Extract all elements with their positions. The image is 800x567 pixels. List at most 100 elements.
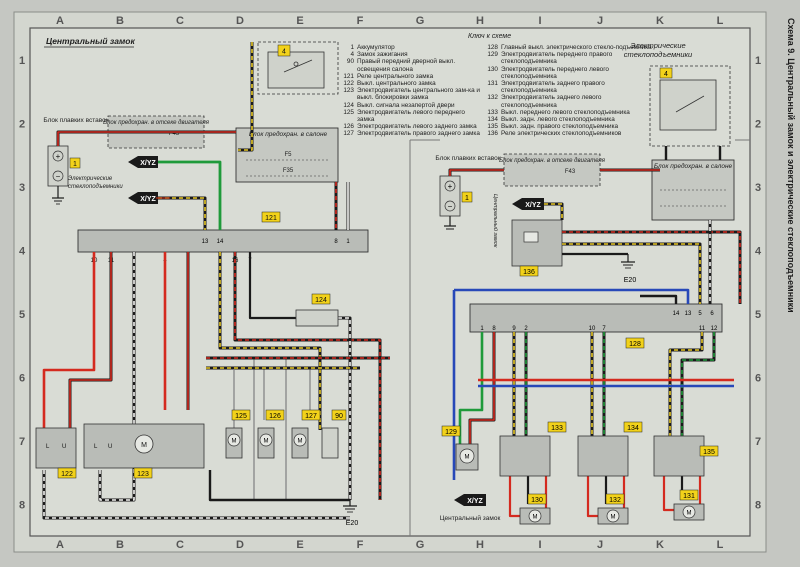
legend-number: 131: [487, 80, 498, 88]
xyz-connector-4: [454, 494, 486, 506]
legend-number: 136: [487, 130, 498, 138]
legend-text: Реле электрических стеклоподъемников: [501, 130, 622, 138]
fusebox-cabin-label-2: Блок предохран. в салоне: [654, 162, 733, 170]
legend-text: Реле центрального замка: [357, 72, 434, 80]
pin-128-2: 2: [524, 326, 528, 332]
legend-text: Электродвигатель заднего левого стеклопо…: [501, 94, 602, 109]
grid-row-3-right: 3: [755, 182, 761, 194]
component-label-128: 128: [629, 341, 641, 348]
xyz-label-4: X/YZ: [467, 498, 483, 505]
grid-row-6-right: 6: [755, 372, 761, 384]
grid-column-C-bottom: C: [176, 539, 184, 551]
battery-minus-left: −: [56, 172, 61, 181]
grid-column-L-bottom: L: [717, 539, 724, 551]
grid-column-I-top: I: [538, 15, 541, 27]
grid-row-1-left: 1: [19, 55, 25, 67]
pin-128-14: 14: [673, 311, 680, 317]
component-label-130: 130: [531, 497, 543, 504]
grid-column-F-bottom: F: [357, 539, 364, 551]
pin-128-12: 12: [711, 326, 718, 332]
ground-e20-left: E20: [346, 520, 359, 527]
legend-text: Выкл. задн. левого стеклоподъемника: [501, 116, 615, 124]
grid-row-1-right: 1: [755, 55, 761, 67]
legend-text: Главный выкл. электрического стекло-подъ…: [501, 44, 652, 51]
component-label-122: 122: [61, 471, 73, 478]
component-label-126: 126: [269, 413, 281, 420]
grid-column-J-bottom: J: [597, 539, 603, 551]
pin-128-6: 6: [710, 311, 714, 317]
motor-127-label: M: [298, 439, 303, 445]
fusebox-engine-label-left: Блок предохран. в отсеке двигателя: [103, 120, 210, 126]
legend-text: Замок зажигания: [357, 51, 408, 59]
legend-number: 126: [343, 123, 354, 131]
grid-column-L-top: L: [717, 15, 724, 27]
battery-plus-left: +: [56, 152, 61, 161]
key-title: Ключ к схеме: [468, 33, 512, 40]
xyz-label-3: X/YZ: [525, 202, 541, 209]
latch-u-123: U: [108, 444, 112, 450]
grid-column-J-top: J: [597, 15, 603, 27]
grid-row-4-left: 4: [19, 245, 26, 257]
legend-number: 124: [343, 101, 354, 109]
grid-row-5-left: 5: [19, 309, 25, 321]
component-label-132: 132: [609, 497, 621, 504]
pin-128-7: 7: [602, 326, 606, 332]
legend-text: Электродвигатель правого заднего замка: [357, 130, 480, 138]
left-section-title: Центральный замок: [46, 36, 135, 46]
xyz-connector-1: [128, 156, 158, 168]
component-label-1-left: 1: [73, 161, 77, 168]
motor-130-label: M: [533, 515, 538, 521]
pin-128-9: 9: [512, 326, 516, 332]
grid-column-D-top: D: [236, 15, 244, 27]
legend-number: 134: [487, 116, 498, 124]
grid-column-A-top: A: [56, 15, 64, 27]
fuse-f5-label: F5: [284, 152, 292, 158]
legend-number: 4: [350, 51, 354, 59]
grid-column-K-top: K: [656, 15, 664, 27]
grid-row-7-right: 7: [755, 436, 761, 448]
grid-row-6-left: 6: [19, 372, 25, 384]
grid-row-3-left: 3: [19, 182, 25, 194]
grid-row-5-right: 5: [755, 309, 761, 321]
component-label-90: 90: [335, 413, 343, 420]
grid-column-G-bottom: G: [416, 539, 425, 551]
legend-text: Выкл. переднего левого стеклоподъемника: [501, 108, 630, 116]
component-label-133: 133: [551, 425, 563, 432]
legend-text: Электродвигатель переднего правого стекл…: [501, 51, 613, 66]
latch-l-122: L: [46, 444, 50, 450]
grid-column-C-top: C: [176, 15, 184, 27]
component-label-125: 125: [235, 413, 247, 420]
grid-row-4-right: 4: [755, 245, 762, 257]
legend-number: 132: [487, 94, 498, 102]
fuse-f43-label-left: F43: [169, 131, 180, 137]
grid-column-H-top: H: [476, 15, 484, 27]
component-label-136: 136: [523, 269, 535, 276]
grid-row-8-left: 8: [19, 499, 25, 511]
grid-row-2-right: 2: [755, 118, 761, 130]
component-label-1-right: 1: [465, 195, 469, 202]
window-lifters-label-left-2: стеклоподъемники: [68, 184, 123, 190]
legend-number: 123: [343, 87, 354, 95]
pin-121-8: 8: [334, 239, 338, 245]
battery-plus-right: +: [448, 182, 453, 191]
legend-number: 129: [487, 51, 498, 59]
legend-number: 90: [346, 58, 354, 66]
component-label-123: 123: [137, 471, 149, 478]
xyz-label-1: X/YZ: [140, 160, 156, 167]
central-lock-label: Центральный замок: [440, 514, 501, 522]
grid-column-G-top: G: [416, 15, 425, 27]
legend-text: Выкл. задн. правого стеклоподъемника: [501, 123, 619, 131]
legend-number: 130: [487, 65, 498, 73]
legend-text: Выкл. центрального замка: [357, 80, 436, 88]
